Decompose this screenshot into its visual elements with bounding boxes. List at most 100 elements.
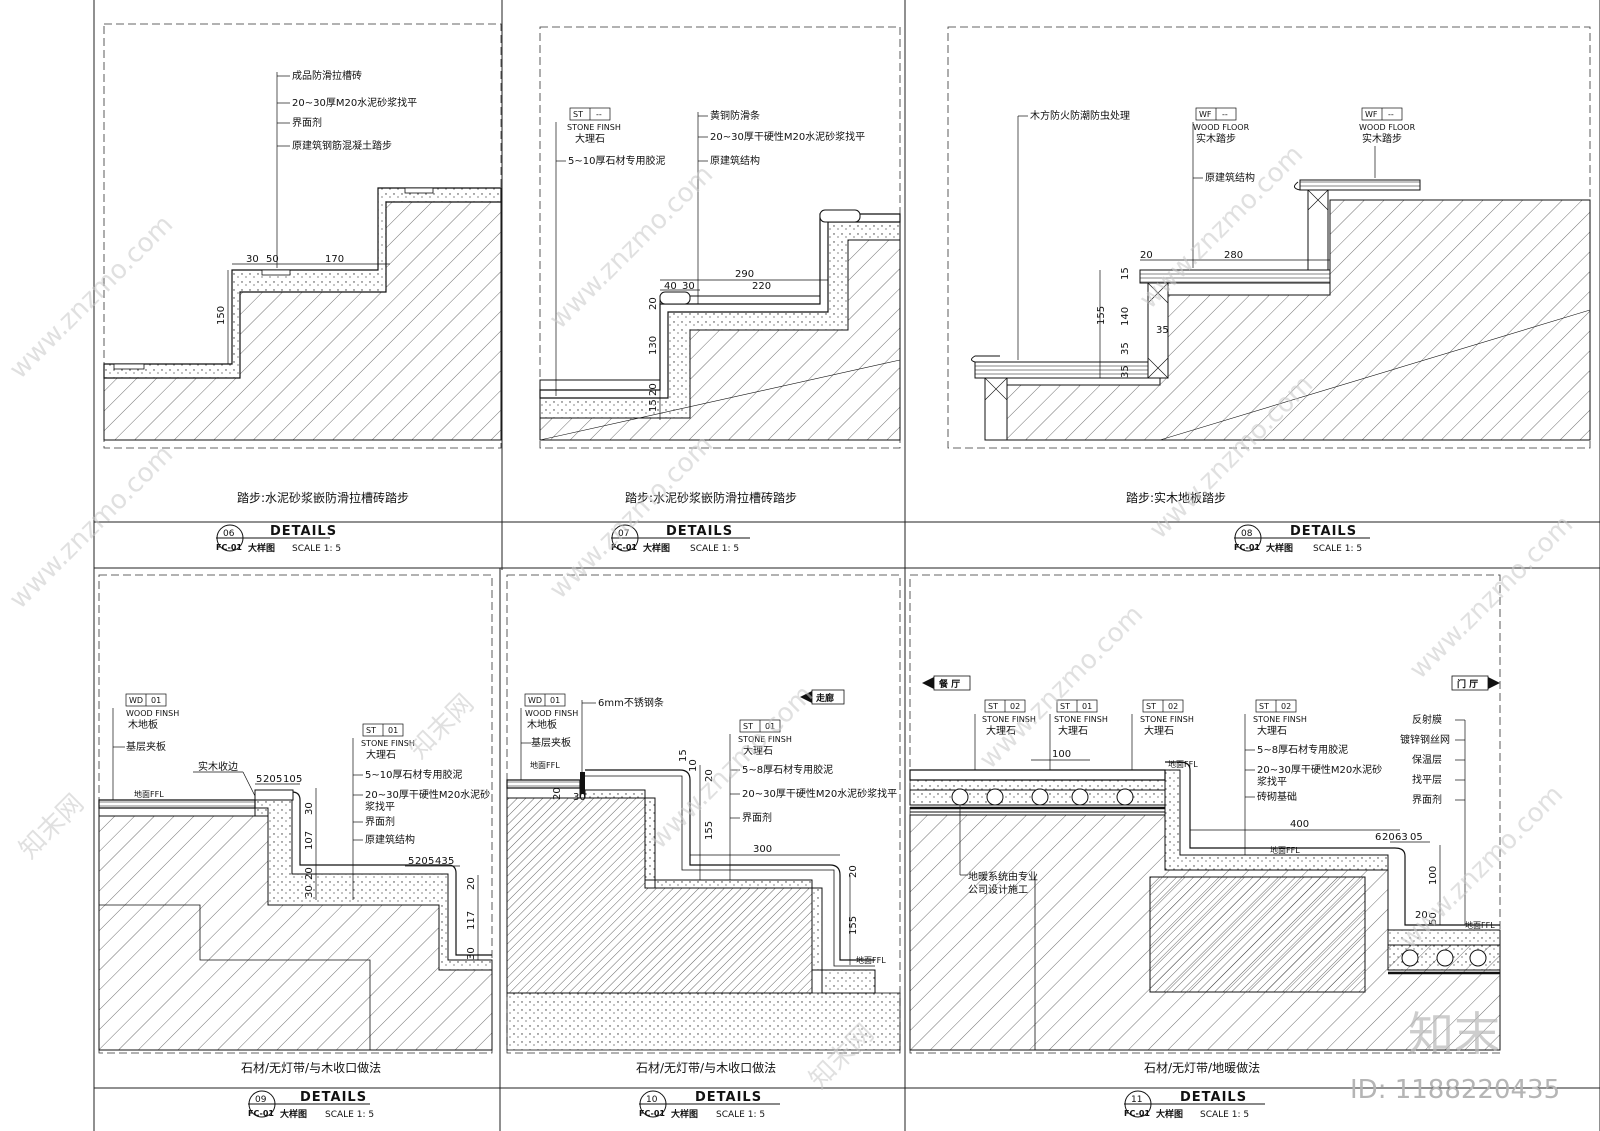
detail-scale: SCALE 1: 5 — [690, 544, 739, 554]
tag-number: -- — [1388, 110, 1394, 119]
dimension: 20 — [415, 856, 428, 867]
label: 5~10厚石材专用胶泥 — [365, 768, 462, 781]
dimension: 43 — [435, 856, 448, 867]
tag-finish: STONE FINSH — [1140, 715, 1194, 724]
detail-07: ST -- STONE FINSH 大理石 5~10厚石材专用胶泥 黄铜防滑条 … — [539, 107, 901, 554]
label: 找平层 — [1412, 773, 1442, 786]
tag-name: 实木踏步 — [1362, 132, 1402, 145]
dimension: 140 — [1120, 307, 1131, 326]
dimension: 5 — [408, 856, 414, 867]
dimension: 15 — [1120, 267, 1131, 280]
watermark-text: www.znzmo.com — [1134, 140, 1309, 315]
dimension: 20 — [466, 877, 477, 890]
dimension: 6 — [1375, 832, 1381, 843]
watermark-text: 知末网 — [404, 689, 480, 765]
tag-name: 大理石 — [575, 132, 605, 145]
sheet-ref: FC-01 — [216, 543, 242, 552]
tag-finish: STONE FINSH — [738, 735, 792, 744]
dimension: 280 — [1224, 250, 1243, 261]
dimension: 50 — [266, 254, 279, 265]
detail-caption: 踏步:水泥砂浆嵌防滑拉槽砖踏步 — [237, 490, 409, 505]
detail-scale: SCALE 1: 5 — [325, 1110, 374, 1120]
tag-number: 01 — [151, 696, 161, 705]
dimension: 100 — [1052, 749, 1071, 760]
label: 界面剂 — [742, 811, 772, 824]
detail-caption: 踏步:水泥砂浆嵌防滑拉槽砖踏步 — [625, 490, 797, 505]
detail-08: WF -- WOOD FLOOR 实木踏步 WF -- WOOD FLOOR 实… — [971, 107, 1591, 554]
tag-code: WF — [1365, 110, 1378, 119]
tag-name: 大理石 — [366, 748, 396, 761]
floor-level: 地面FFL — [530, 760, 560, 770]
tag-name: 实木踏步 — [1196, 132, 1236, 145]
detail-11: 餐 厅 门 厅 ST 02 STONE FINSH 大理石 ST 01 STON… — [909, 675, 1501, 1120]
label: 界面剂 — [292, 116, 322, 129]
label: 5~8厚石材专用胶泥 — [742, 763, 833, 776]
label: 基层夹板 — [531, 736, 571, 749]
sheet-ref: FC-01 — [1124, 1109, 1150, 1118]
label: 5~8厚石材专用胶泥 — [1257, 743, 1348, 756]
detail-number: 10 — [646, 1095, 658, 1105]
label: 20~30厚干硬性M20水泥砂 — [1257, 763, 1382, 776]
room-tag: 走廊 — [800, 689, 845, 705]
watermark-text: www.znzmo.com — [1404, 510, 1579, 685]
dimension: 20 — [304, 867, 315, 880]
material-tag: WD 01 WOOD FINSH 木地板 — [125, 693, 179, 731]
material-tag: ST 01 STONE FINSH 大理石 — [738, 719, 792, 757]
note: 地暖系统由专业 — [968, 870, 1038, 883]
detail-caption: 石材/无灯带/与木收口做法 — [241, 1060, 381, 1075]
dimension: 30 — [304, 802, 315, 815]
dimension: 20 — [1382, 832, 1395, 843]
tag-finish: WOOD FINSH — [525, 709, 578, 718]
label: 5~10厚石材专用胶泥 — [568, 154, 665, 167]
material-tag: ST -- STONE FINSH 大理石 — [567, 107, 621, 145]
dimension: 15 — [648, 399, 659, 412]
tag-name: 大理石 — [1058, 724, 1088, 737]
dimension: 155 — [704, 821, 715, 840]
label: 砖砌基础 — [1257, 790, 1297, 803]
tag-number: 01 — [550, 696, 560, 705]
watermark-text: www.znzmo.com — [4, 210, 179, 385]
material-tag: WF -- WOOD FLOOR 实木踏步 — [1359, 107, 1416, 145]
note: 公司设计施工 — [968, 883, 1028, 896]
detail-scale: SCALE 1: 5 — [716, 1110, 765, 1120]
dimension: 35 — [1120, 342, 1131, 355]
room-name: 门 厅 — [1457, 678, 1478, 690]
tag-name: 木地板 — [527, 718, 557, 731]
tag-code: ST — [1259, 702, 1269, 711]
label: 界面剂 — [1412, 793, 1442, 806]
detail-title: DETAILS — [270, 524, 337, 539]
label: 基层夹板 — [126, 740, 166, 753]
dimension: 130 — [648, 336, 659, 355]
label: 20~30厚M20水泥砂浆找平 — [292, 96, 417, 109]
sheet-ref: FC-01 — [611, 543, 637, 552]
tag-code: WF — [1199, 110, 1212, 119]
watermark-id: ID: 1188220435 — [1350, 1075, 1560, 1105]
detail-caption: 石材/无灯带/与木收口做法 — [636, 1060, 776, 1075]
label: 6mm不锈钢条 — [598, 696, 664, 709]
dimension: 30 — [304, 885, 315, 898]
tag-finish: WOOD FINSH — [126, 709, 179, 718]
dimension: 40 — [664, 281, 677, 292]
dimension: 5 — [428, 856, 434, 867]
watermark-text: www.znzmo.com — [544, 430, 719, 605]
label: 20~30厚干硬性M20水泥砂 — [365, 788, 490, 801]
room-tag: 餐 厅 — [922, 675, 971, 691]
label: 保温层 — [1412, 753, 1442, 766]
detail-subtitle: 大样图 — [1156, 1108, 1183, 1120]
tag-finish: STONE FINSH — [361, 739, 415, 748]
dimension: 220 — [752, 281, 771, 292]
material-tag: ST 01 STONE FINSH 大理石 — [1054, 699, 1108, 737]
label: 20~30厚干硬性M20水泥砂浆找平 — [710, 130, 865, 143]
dimension: 15 — [678, 749, 689, 762]
dimension: 20 — [648, 383, 659, 396]
sheet-ref: FC-01 — [639, 1109, 665, 1118]
tag-code: ST — [573, 110, 583, 119]
tag-number: 02 — [1010, 702, 1020, 711]
floor-level: 地面FFL — [1168, 759, 1198, 769]
tag-finish: WOOD FLOOR — [1359, 123, 1416, 132]
title-block: 06 FC-01 DETAILS 大样图 SCALE 1: 5 — [216, 524, 341, 554]
tag-name: 大理石 — [986, 724, 1016, 737]
dimension: 63 — [1395, 832, 1408, 843]
detail-number: 08 — [1241, 529, 1253, 539]
floor-level: 地面FFL — [1270, 845, 1300, 855]
